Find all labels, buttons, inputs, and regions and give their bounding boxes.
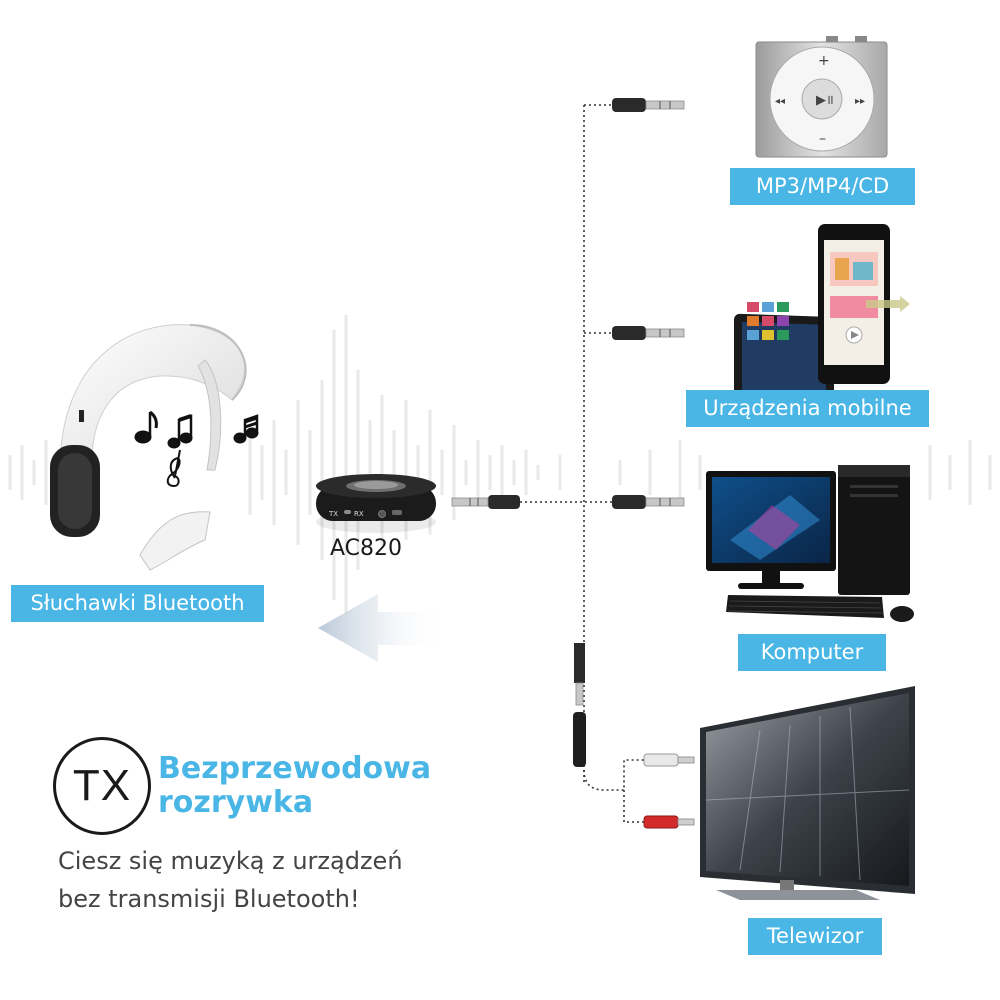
jack-adapter-tv xyxy=(573,643,586,767)
rx-switch-label: RX xyxy=(354,510,364,518)
jack-plug-mp3 xyxy=(612,98,685,112)
svg-text:–: – xyxy=(819,131,826,147)
mobile-devices-label: Urządzenia mobilne xyxy=(686,390,929,427)
music-notes-icon xyxy=(134,410,259,488)
headline: Bezprzewodowa rozrywka xyxy=(158,752,431,820)
tx-switch-label: TX xyxy=(328,510,338,518)
headline-line-2: rozrywka xyxy=(158,785,314,820)
tv-label: Telewizor xyxy=(748,918,882,955)
headphones-label: Słuchawki Bluetooth xyxy=(11,585,264,622)
svg-text:▶॥: ▶॥ xyxy=(816,93,834,108)
sound-wave-background xyxy=(8,315,992,615)
computer-image xyxy=(706,465,914,622)
bluetooth-headphones-image xyxy=(50,324,247,571)
headline-line-1: Bezprzewodowa xyxy=(158,751,432,786)
jack-plug-mobile xyxy=(612,326,685,340)
mobile-devices-image xyxy=(734,224,910,413)
description: Ciesz się muzyką z urządzeń bez transmis… xyxy=(58,842,403,918)
description-line-1: Ciesz się muzyką z urządzeń xyxy=(58,847,403,875)
television-image xyxy=(700,686,915,900)
device-name: AC820 xyxy=(330,536,403,561)
computer-label: Komputer xyxy=(738,634,886,671)
svg-text:+: + xyxy=(818,53,830,69)
svg-text:◂◂: ◂◂ xyxy=(775,96,785,107)
mp3-player-image: ▶॥ + – ◂◂ ▸▸ xyxy=(755,36,888,158)
tx-mode-text: TX xyxy=(72,761,132,810)
ac820-device-image: TX RX xyxy=(316,474,436,533)
description-line-2: bez transmisji Bluetooth! xyxy=(58,885,360,913)
svg-text:▸▸: ▸▸ xyxy=(855,96,865,107)
tx-mode-badge: TX xyxy=(53,737,151,835)
left-arrow-icon xyxy=(318,594,446,662)
rca-plug-red xyxy=(643,815,695,829)
rca-plug-white xyxy=(643,753,695,767)
jack-plug-computer xyxy=(612,495,685,509)
mp3-label: MP3/MP4/CD xyxy=(730,168,915,205)
jack-plug-device xyxy=(451,495,520,509)
